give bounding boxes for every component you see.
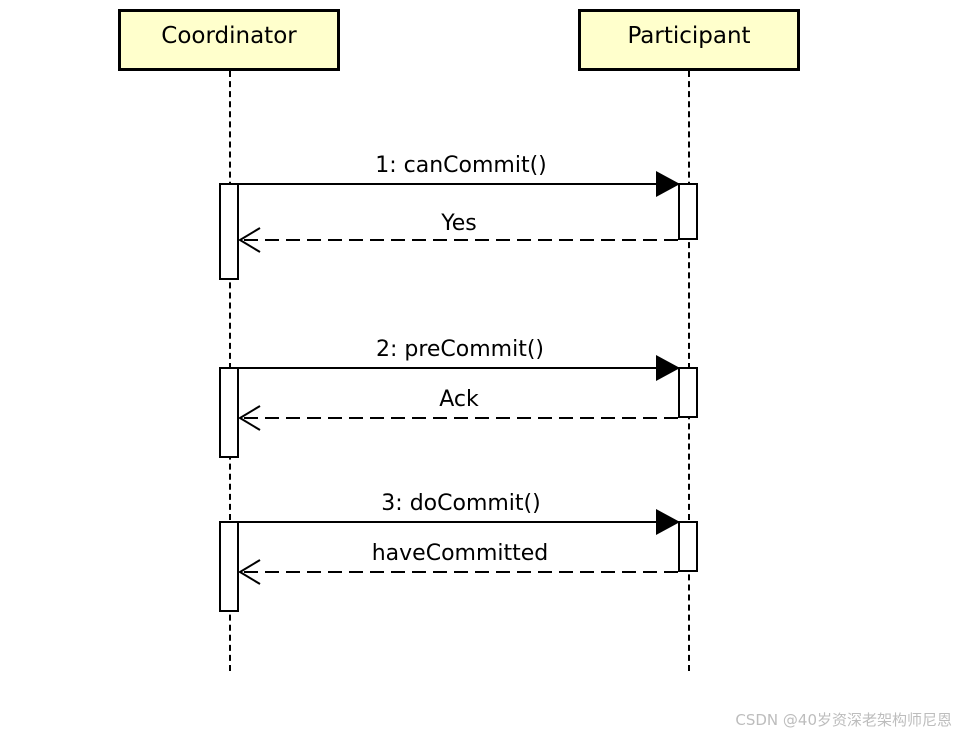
activation-coordinator-2 — [219, 367, 239, 458]
activation-coordinator-3 — [219, 521, 239, 612]
reply-arrow-1 — [238, 227, 678, 253]
call-label-3: 3: doCommit() — [381, 491, 541, 516]
call-label-2: 2: preCommit() — [375, 337, 545, 362]
activation-coordinator-1 — [219, 183, 239, 280]
lifeline-label-coordinator: Coordinator — [161, 23, 297, 49]
call-label-1: 1: canCommit() — [375, 153, 547, 178]
activation-participant-1 — [678, 183, 698, 240]
lifeline-head-coordinator: Coordinator — [118, 9, 340, 71]
reply-label-1: Yes — [441, 211, 477, 236]
lifeline-label-participant: Participant — [627, 23, 751, 49]
reply-label-2: Ack — [439, 387, 479, 412]
reply-arrow-2 — [238, 405, 678, 431]
call-arrow-1 — [239, 171, 680, 197]
call-arrow-2 — [239, 355, 680, 381]
watermark-text: CSDN @40岁资深老架构师尼恩 — [735, 711, 952, 729]
activation-participant-3 — [678, 521, 698, 572]
lifeline-head-participant: Participant — [578, 9, 800, 71]
call-arrow-3 — [239, 509, 680, 535]
reply-arrow-3 — [238, 559, 678, 585]
activation-participant-2 — [678, 367, 698, 418]
reply-label-3: haveCommitted — [371, 541, 549, 566]
